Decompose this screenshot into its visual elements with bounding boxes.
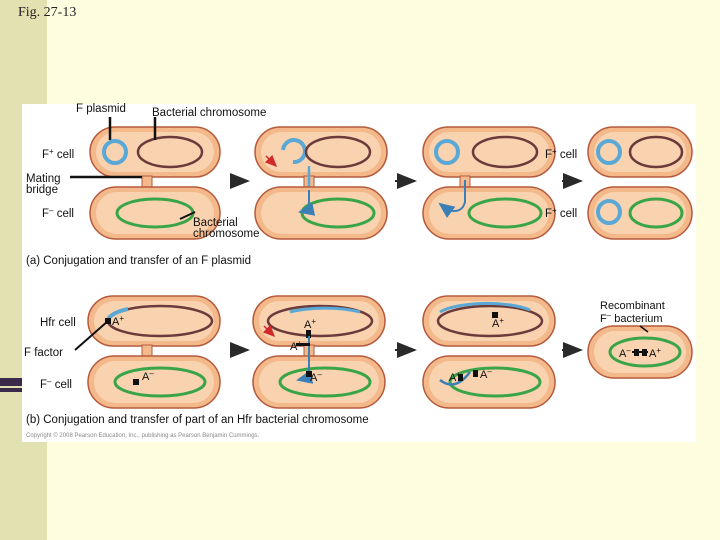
mating-bridge-label-1: Mating — [26, 173, 61, 185]
a-stage1-recipient-cell — [89, 186, 221, 240]
a-stage1-donor-cell — [89, 126, 221, 178]
bacterial-chromosome-label-1: Bacterial — [193, 217, 238, 229]
a-fplus-cell-right-top-label: F+ cell — [545, 147, 577, 161]
gene-a-plus-5: A+ — [449, 370, 461, 384]
a-stage3-recipient-cell — [422, 180, 556, 240]
b-stage1-hfr-cell — [87, 295, 221, 347]
gene-a-minus-4: A– — [619, 346, 631, 360]
a-stage4-donor-cell — [587, 126, 693, 178]
b-stage3-hfr-cell — [422, 295, 556, 347]
side-accent-bar-2 — [0, 388, 22, 392]
a-fplus-cell-right-bottom-label: F+ cell — [545, 206, 577, 220]
side-accent-bar — [0, 378, 22, 386]
a-fminus-cell-label: F– cell — [42, 206, 74, 220]
recombinant-pointer — [639, 325, 649, 333]
a-stage3-donor-cell — [422, 126, 556, 178]
gene-a-plus-3: A+ — [290, 339, 302, 353]
f-factor-pointer — [74, 320, 109, 351]
a-stage2-donor-cell — [254, 126, 388, 178]
panel-b-caption: (b) Conjugation and transfer of part of … — [26, 414, 369, 426]
recombinant-label-2: F– bacterium — [600, 311, 663, 325]
b-stage2-fminus-cell — [252, 336, 386, 409]
copyright-text: Copyright © 2008 Pearson Education, Inc.… — [26, 432, 260, 439]
a-stage2-recipient-cell — [254, 186, 388, 240]
gene-a-minus-2: A– — [310, 370, 322, 384]
f-plasmid-label: F plasmid — [76, 103, 126, 115]
gene-a-plus-4: A+ — [492, 316, 504, 330]
gene-a-minus-3: A– — [480, 367, 492, 381]
a-stage4-new-donor-cell — [587, 186, 693, 240]
gene-a-plus-1: A+ — [112, 314, 124, 328]
panel-a-caption: (a) Conjugation and transfer of an F pla… — [26, 255, 251, 267]
b-stage3-fminus-cell — [422, 355, 556, 409]
b-recombinant-cell — [587, 325, 693, 379]
recombinant-label-1: Recombinant — [600, 300, 665, 312]
b-stage1-fminus-cell — [87, 355, 221, 409]
a-fplus-cell-left-label: F+ cell — [42, 147, 74, 161]
gene-a-plus-6: A+ — [649, 346, 661, 360]
bacterial-chromosome-top-label: Bacterial chromosome — [152, 107, 266, 119]
gene-a-plus-2: A+ — [304, 317, 316, 331]
gene-a-minus-1: A– — [142, 369, 154, 383]
b-fminus-cell-label: F– cell — [40, 377, 72, 391]
bacterial-chromosome-pointer — [179, 211, 196, 220]
mating-bridge-label-2: bridge — [26, 184, 58, 196]
b-stage2-hfr-cell — [252, 295, 386, 347]
figure-title: Fig. 27-13 — [18, 5, 77, 20]
hfr-cell-label: Hfr cell — [40, 317, 76, 329]
bacterial-chromosome-label-2: chromosome — [193, 228, 259, 240]
f-factor-label: F factor — [24, 347, 63, 359]
